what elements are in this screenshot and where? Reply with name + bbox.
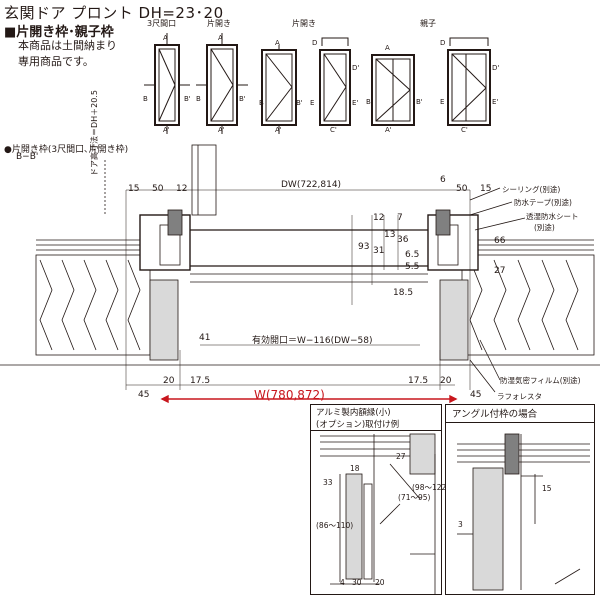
dw-label: DW(722,814) [281,180,342,190]
detail-left-dim-27: 27 [396,452,406,461]
svg-text:B: B [366,98,371,106]
dim-bottom-left-45: 45 [138,390,150,400]
detail-left-dim-86-110: (86〜110) [316,521,354,530]
dim-v-5-5: 5.5 [405,262,420,272]
detail-left-title: アルミ製内額縁(小) [316,408,391,418]
page-title: 玄関ドア プロント DH=23･20 [4,4,224,22]
dim-bottom-right-17-5: 17.5 [408,376,429,386]
detail-right-title: アングル付枠の場合 [452,409,538,420]
detail-left-dim-71-95: (71〜95) [398,493,431,502]
detail-right-dim-3: 3 [458,520,463,529]
detail-left-dim-20: 20 [375,578,385,587]
svg-text:B: B [143,95,148,103]
dim-bottom-left-20: 20 [163,376,175,386]
svg-text:B': B' [296,99,303,107]
dim-v-13: 13 [384,230,396,240]
detail-right-drawing [445,404,595,595]
svg-text:B': B' [416,98,423,106]
opening-label: 有効開口＝W−116(DW−58) [252,336,373,346]
svg-text:B': B' [184,95,191,103]
dim-v-27: 27 [494,266,506,276]
svg-text:D: D [312,39,317,47]
type-label-kataiki-1: 片開き [207,19,231,28]
svg-text:B: B [259,99,264,107]
section-caption: ●片開き枠(3尺間口､片開き枠) [4,145,129,155]
detail-left-dim-18: 18 [350,464,360,473]
svg-text:A: A [385,44,390,52]
dim-v-6-5: 6.5 [405,250,420,260]
height-label: ドア高寸法＝DH＋20.5 [90,90,99,176]
callout-raforesta: ラフォレスタ [497,392,542,401]
note-line-1: 本商品は土間納まり [18,39,117,52]
type-label-3shaku: 3尺間口 [147,19,177,28]
dim-v-93: 93 [358,242,370,252]
svg-text:A': A' [218,126,225,134]
svg-text:A': A' [385,126,392,134]
dim-top-right-15: 15 [480,184,492,194]
svg-text:A: A [275,39,280,47]
svg-text:C': C' [461,126,468,134]
svg-text:E: E [310,99,314,107]
detail-right-dim-15: 15 [542,484,552,493]
dim-bottom-41: 41 [199,333,211,343]
dim-top-left-50: 50 [152,184,164,194]
svg-text:A: A [218,34,223,42]
callout-waterproof-sheet-sep: (別途) [534,223,555,232]
dim-v-12: 12 [373,213,385,223]
svg-text:C': C' [330,126,337,134]
dim-bottom-left-17-5: 17.5 [190,376,211,386]
svg-text:B: B [196,95,201,103]
type-label-kataiki-2: 片開き [292,19,316,28]
detail-left-subtitle: (オプション)取付け例 [316,420,400,430]
elevation-kataiki-1 [196,33,248,134]
dim-bottom-right-20: 20 [440,376,452,386]
elevation-kataiki-2 [261,37,351,134]
section-drawing [0,144,600,404]
callout-waterproof-tape: 防水テープ(別途) [514,198,572,207]
dim-v-31: 31 [373,246,385,256]
callout-sealing: シーリング(別途) [502,185,561,194]
dim-v-36: 36 [397,235,409,245]
callout-waterproof-sheet: 透湿防水シート [526,212,579,221]
detail-left-drawing [310,404,442,595]
svg-text:A': A' [275,126,282,134]
svg-text:E: E [440,98,444,106]
type-label-oyako: 親子 [420,19,436,28]
dim-top-left-15: 15 [128,184,140,194]
dim-top-right-6: 6 [440,175,446,185]
door-elevations: A A' B B' A A' B B' A A' B B' D D' E E' C' A A' B… [143,33,499,134]
svg-text:D: D [440,39,445,47]
dim-v-18-5: 18.5 [393,288,414,298]
w-label: W(780,872) [254,388,325,402]
dim-v-7: 7 [397,213,403,223]
detail-left-dim-30: 30 [352,578,362,587]
dim-top-right-50: 50 [456,184,468,194]
svg-text:D': D' [492,64,499,72]
elevation-oyako [371,37,491,126]
section-view: B−B' [16,152,39,162]
detail-left-dim-98-122: (98〜122) [412,483,450,492]
detail-left-dim-33: 33 [323,478,333,487]
svg-text:B': B' [239,95,246,103]
svg-text:E': E' [352,99,358,107]
detail-left-dim-4: 4 [340,578,345,587]
dim-bottom-right-45: 45 [470,390,482,400]
svg-text:A: A [163,34,168,42]
svg-text:A': A' [163,126,170,134]
elevation-3shaku [144,33,190,134]
note-line-2: 専用商品です。 [18,55,94,68]
callout-airtight-film: 防湿気密フィルム(別途) [500,376,581,385]
page-subtitle: ■片開き枠･親子枠 [4,25,114,40]
svg-text:D': D' [352,64,359,72]
dim-top-left-12: 12 [176,184,188,194]
svg-text:E': E' [492,98,498,106]
dim-v-66: 66 [494,236,506,246]
